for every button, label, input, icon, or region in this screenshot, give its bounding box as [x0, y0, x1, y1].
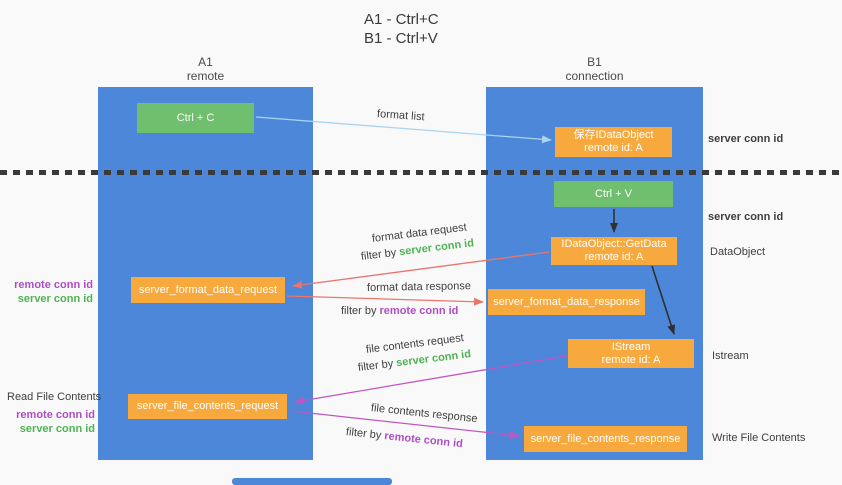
save-idataobject-node: 保存IDataObject remote id: A: [555, 127, 672, 157]
remote-conn-id-text: remote conn id: [16, 409, 95, 421]
istream-title: IStream: [611, 340, 651, 353]
server-conn-id-annotation-mid: server conn id: [708, 211, 784, 223]
file-contents-response-label: file contents response: [370, 402, 479, 426]
getdata-subtitle: remote id: A: [584, 251, 644, 263]
lane-b1-name: B1: [587, 55, 602, 69]
format-data-response-label: format data response: [366, 280, 472, 294]
horizontal-scrollbar-thumb[interactable]: [232, 478, 392, 485]
conn-id-annotation-block-2: remote conn id server conn id: [15, 408, 95, 436]
save-idataobject-subtitle: remote id: A: [584, 142, 643, 154]
remote-conn-id-text: remote conn id: [379, 305, 459, 317]
title-line-2: B1 - Ctrl+V: [364, 30, 438, 47]
ctrl-c-node: Ctrl + C: [137, 103, 254, 133]
dataobject-annotation: DataObject: [710, 246, 766, 258]
write-file-contents-annotation: Write File Contents: [712, 432, 806, 444]
filter-by-text: filter by: [360, 246, 397, 263]
lane-a1-role: remote: [186, 69, 225, 83]
istream-node: IStream remote id: A: [568, 339, 694, 368]
filter-by-text: filter by: [341, 305, 377, 317]
lane-header-b1: B1 connection: [486, 55, 703, 83]
filter-by-text: filter by: [357, 357, 394, 374]
lane-b1-role: connection: [565, 69, 624, 83]
ctrl-v-node: Ctrl + V: [554, 181, 673, 207]
format-data-response-filter-label: filter by remote conn id: [341, 305, 458, 317]
remote-conn-id-text: remote conn id: [383, 430, 464, 451]
format-list-label: format list: [376, 108, 425, 124]
server-conn-id-text: server conn id: [395, 348, 472, 370]
remote-conn-id-text: remote conn id: [14, 279, 93, 291]
server-file-contents-request-node: server_file_contents_request: [128, 394, 287, 419]
diagram-title: A1 - Ctrl+C B1 - Ctrl+V: [364, 10, 439, 48]
istream-subtitle: remote id: A: [601, 353, 661, 366]
server-format-data-response-node: server_format_data_response: [488, 289, 645, 315]
filter-by-text: filter by: [345, 426, 382, 442]
dotted-separator-line: [0, 170, 842, 175]
getdata-title: IDataObject::GetData: [561, 238, 667, 250]
read-file-contents-annotation: Read File Contents: [7, 391, 102, 403]
edge-format-data-response-arrow: [286, 295, 484, 306]
save-idataobject-title: 保存IDataObject: [573, 129, 654, 141]
server-conn-id-text: server conn id: [19, 423, 95, 435]
server-file-contents-response-node: server_file_contents_response: [524, 426, 687, 452]
server-format-data-request-node: server_format_data_request: [131, 277, 285, 303]
idataobject-getdata-node: IDataObject::GetData remote id: A: [551, 237, 677, 265]
lane-a1-name: A1: [198, 55, 213, 69]
server-conn-id-annotation-top: server conn id: [708, 133, 784, 145]
lane-header-a1: A1 remote: [98, 55, 313, 83]
server-conn-id-text: server conn id: [17, 293, 93, 305]
conn-id-annotation-block-1: remote conn id server conn id: [13, 278, 93, 306]
file-contents-response-filter-label: filter by remote conn id: [345, 426, 463, 450]
title-line-1: A1 - Ctrl+C: [364, 11, 439, 28]
istream-annotation: Istream: [712, 350, 749, 362]
